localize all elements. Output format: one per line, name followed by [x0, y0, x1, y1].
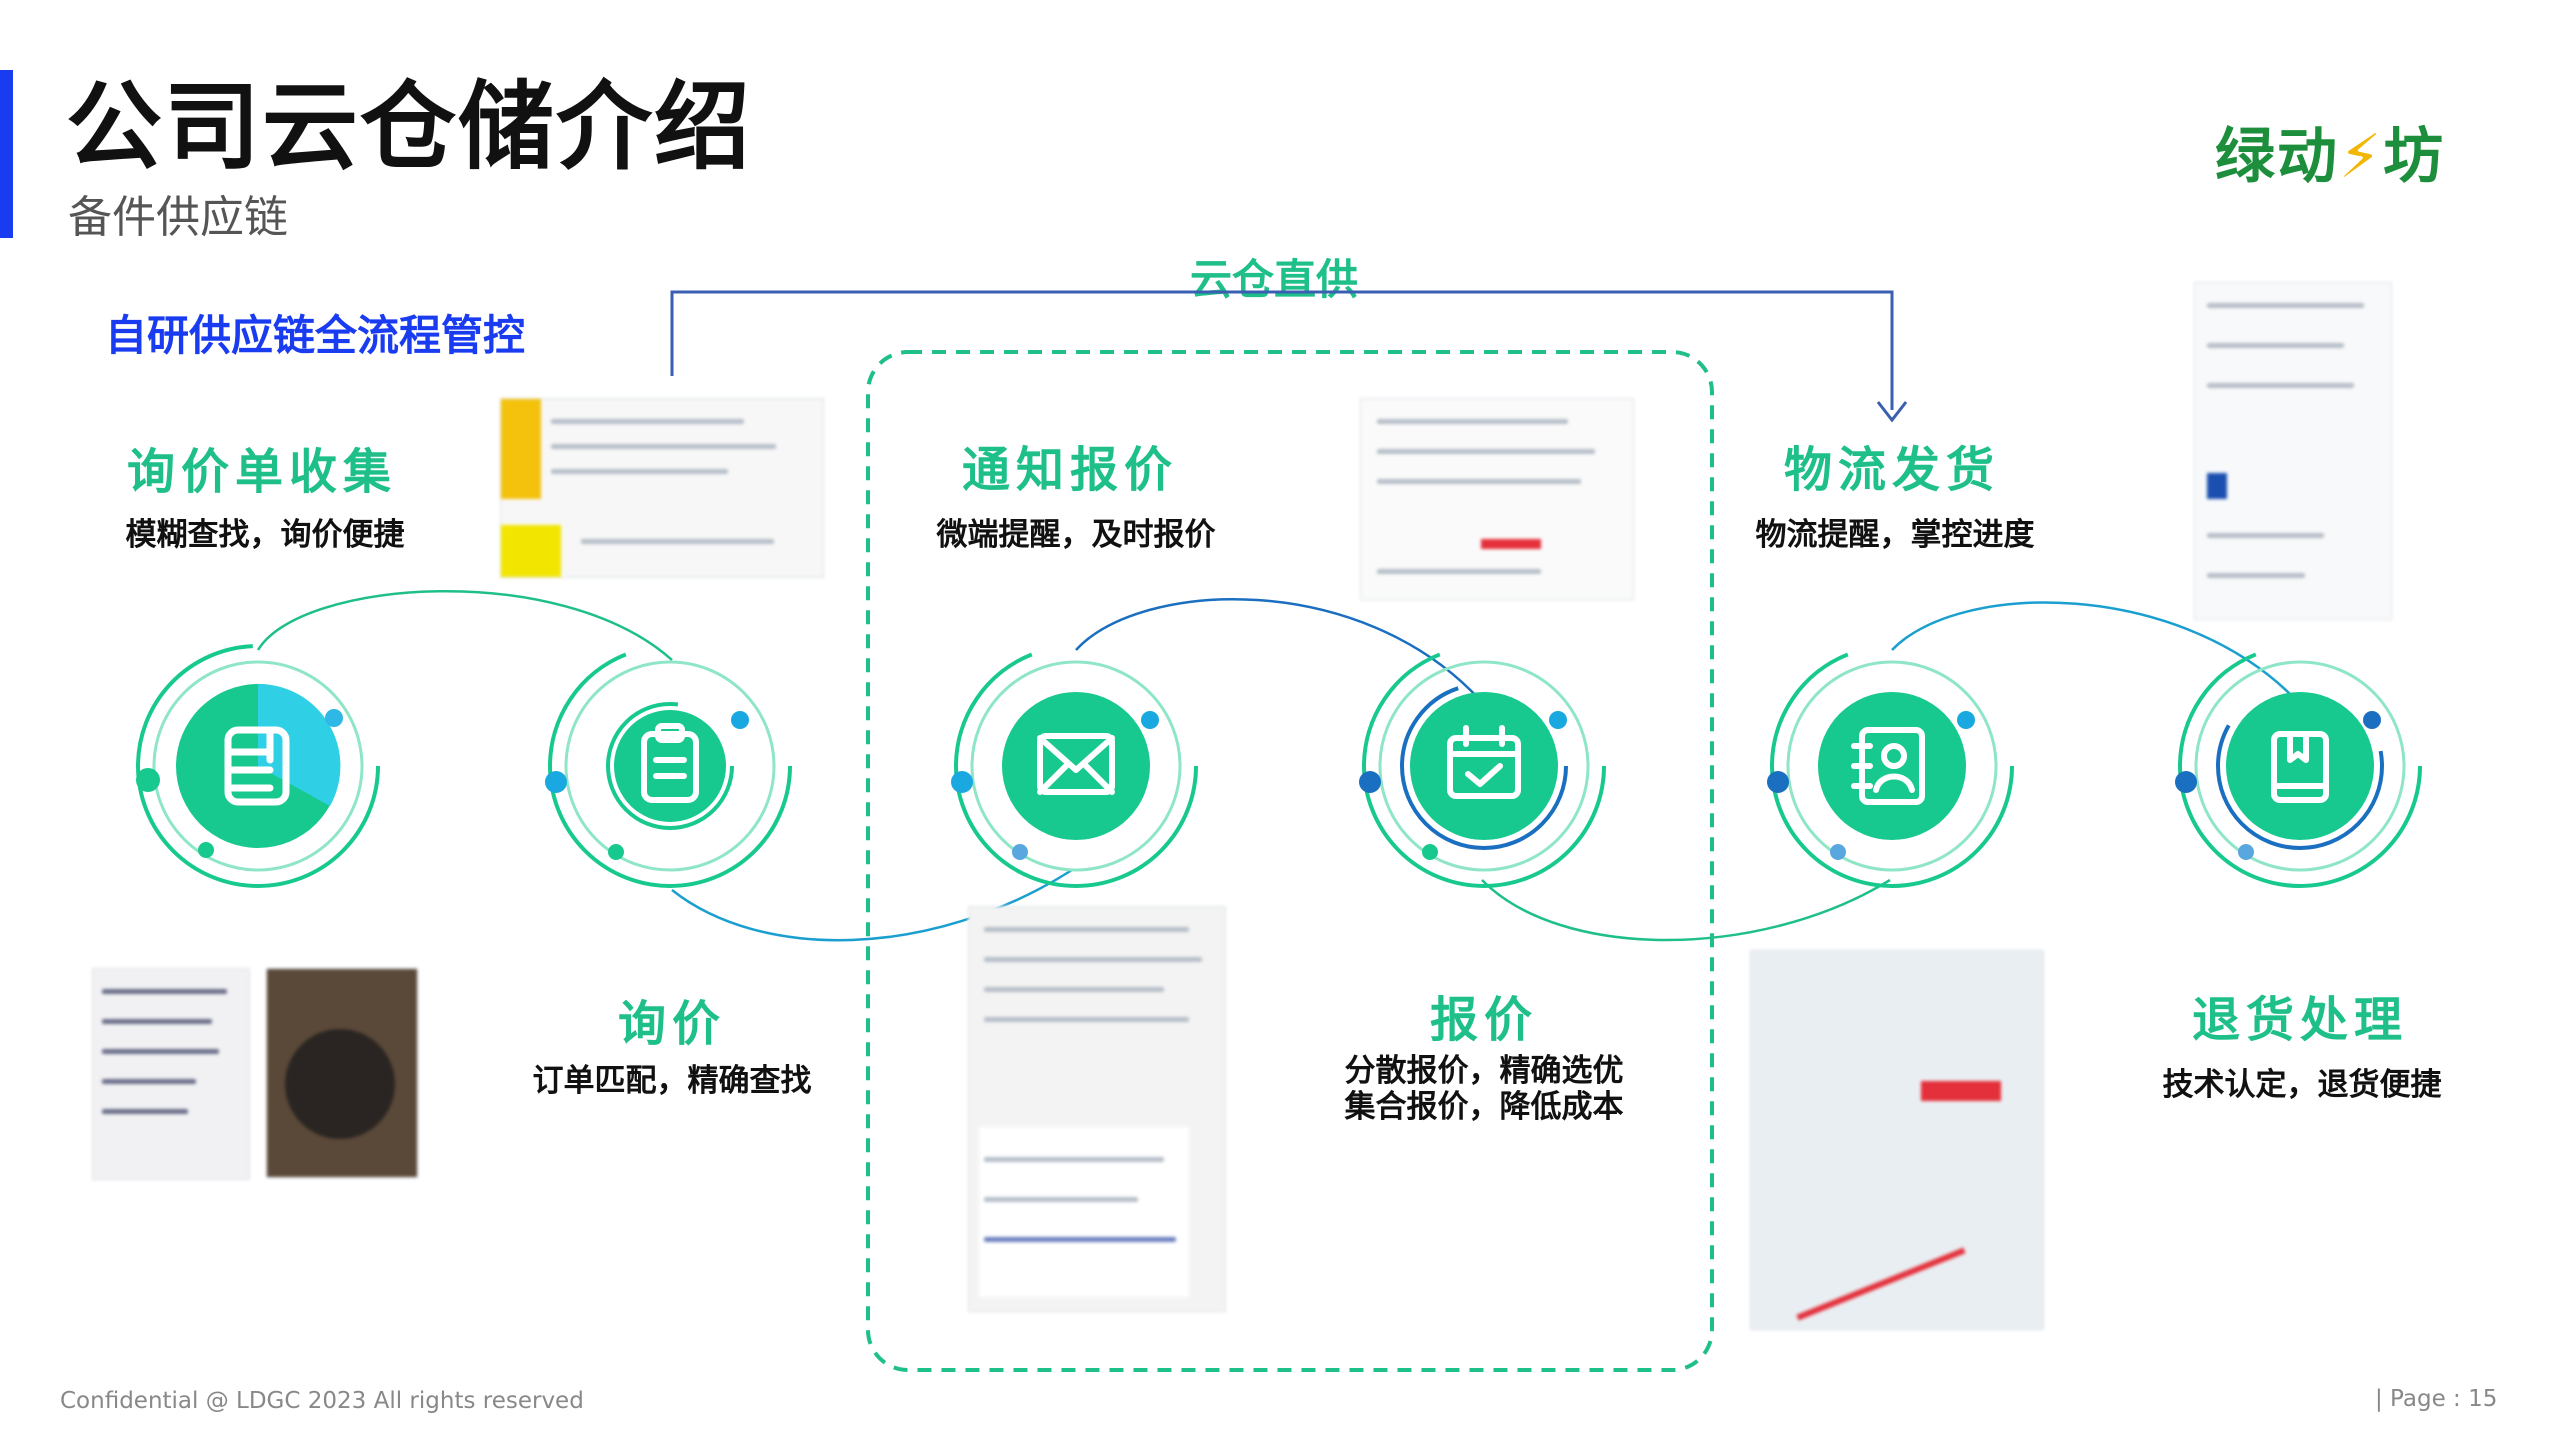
step-4-title: 报价: [1429, 992, 1539, 1048]
page-title: 公司云仓储介绍: [66, 71, 752, 183]
book-icon: [2271, 731, 2329, 803]
step-circle-5: [1767, 644, 2014, 888]
route-label: 云仓直供: [1190, 255, 1359, 304]
footer-confidential: Confidential @ LDGC 2023 All rights rese…: [60, 1388, 584, 1414]
step-5-desc: 物流提醒，掌控进度: [1755, 517, 2035, 553]
connector-1-2: [256, 589, 673, 661]
screenshot-quote-form: [1360, 398, 1634, 600]
step-circle-1: [136, 644, 380, 888]
step-6-desc: 技术认定，退货便捷: [2162, 1067, 2442, 1103]
step-circle-3: [951, 644, 1198, 888]
step-2-title: 询价: [617, 996, 727, 1052]
screenshot-logistics-map: [1750, 950, 2044, 1330]
step-circle-2: [545, 644, 792, 888]
step-6-title: 退货处理: [2191, 992, 2409, 1048]
step-circle-6: [2175, 644, 2422, 888]
page-subtitle: 备件供应链: [68, 192, 288, 243]
connector-5-6: [1891, 601, 2297, 701]
step-4-desc-line-2: 集合报价，降低成本: [1344, 1089, 1624, 1125]
logo-text: 绿动: [2215, 122, 2339, 192]
connector-4-5: [1481, 878, 1891, 942]
clipboard-icon: [641, 723, 699, 803]
lightning-icon: ⚡: [2339, 122, 2384, 192]
company-logo: 绿动⚡坊: [2215, 124, 2445, 190]
mail-icon: [1037, 733, 1115, 795]
step-1-desc: 模糊查找，询价便捷: [125, 517, 405, 553]
route-arrow-head: [1876, 401, 1908, 423]
notebook-icon: [224, 726, 290, 806]
screenshot-order-detail: [2194, 282, 2392, 620]
calendar-check-icon: [1447, 725, 1521, 799]
footer-page-number: | Page : 15: [2375, 1386, 2498, 1412]
step-4-desc-line-1: 分散报价，精确选优: [1344, 1053, 1624, 1089]
route-bracket-line: [670, 290, 1894, 410]
step-5-title: 物流发货: [1783, 442, 2001, 498]
screenshot-inquiry-list: [500, 398, 824, 578]
dashed-frame: [866, 350, 1714, 1372]
section-headline: 自研供应链全流程管控: [105, 311, 526, 360]
step-3-title: 通知报价: [961, 442, 1179, 498]
photo-handwritten-note: [92, 968, 250, 1180]
logo-text-tail: 坊: [2383, 122, 2446, 192]
contact-book-icon: [1851, 727, 1925, 805]
screenshot-wechat-notice: [968, 906, 1226, 1312]
title-accent-bar: [0, 70, 13, 238]
step-1-title: 询价单收集: [126, 444, 398, 500]
step-2-desc: 订单匹配，精确查找: [532, 1063, 812, 1099]
connector-3-4: [1075, 598, 1481, 701]
connector-2-3: [671, 868, 1073, 942]
photo-part: [266, 968, 418, 1178]
step-3-desc: 微端提醒，及时报价: [936, 517, 1216, 553]
step-circle-4: [1359, 644, 1606, 888]
